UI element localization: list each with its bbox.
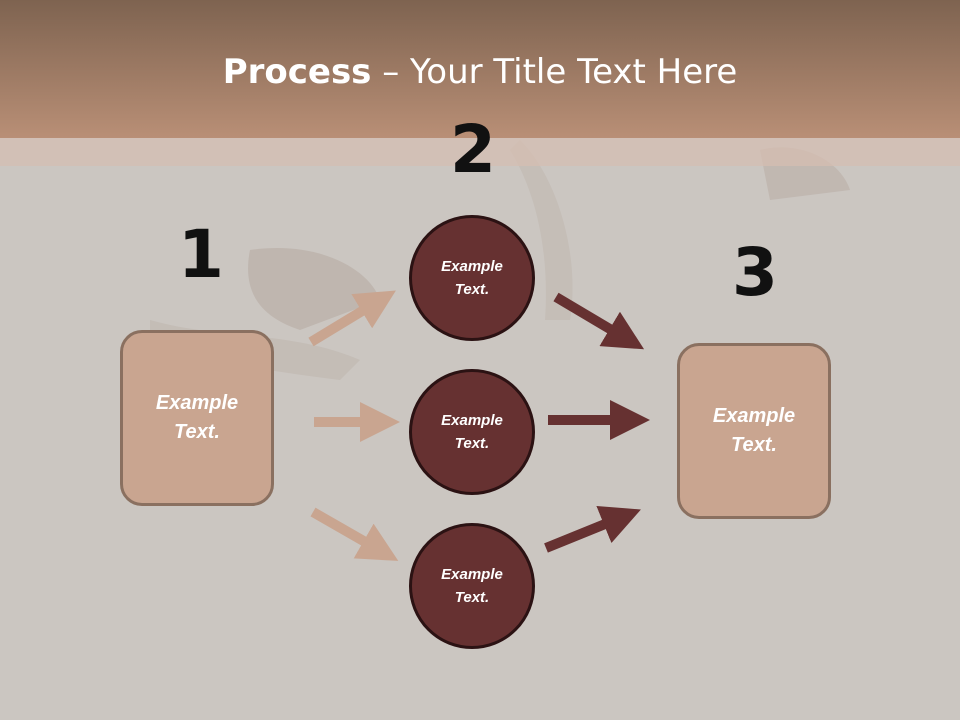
- step-number-3: 3: [732, 234, 778, 311]
- arrow-left-to-top: [308, 290, 396, 347]
- right-box-line-1: Example: [712, 405, 796, 427]
- step-number-1: 1: [178, 216, 224, 293]
- circle-bottom: Example Text.: [409, 523, 535, 649]
- step-number-2: 2: [450, 111, 496, 188]
- circle-top: Example Text.: [409, 215, 535, 341]
- right-text-box: Example Text.: [677, 343, 831, 519]
- circle-middle: Example Text.: [409, 369, 535, 495]
- circle-bottom-line-1: Example: [441, 566, 503, 583]
- title-rest: – Your Title Text Here: [371, 52, 738, 92]
- arrow-top-to-right: [553, 292, 645, 350]
- slide-title: Process – Your Title Text Here: [0, 52, 960, 92]
- left-box-line-1: Example: [155, 392, 239, 414]
- arrow-bottom-to-right: [544, 505, 641, 553]
- right-box-line-2: Text.: [731, 434, 777, 456]
- circle-bottom-line-2: Text.: [454, 589, 490, 606]
- left-text-box: Example Text.: [120, 330, 274, 506]
- arrow-left-to-bottom: [310, 507, 399, 561]
- left-box-line-2: Text.: [174, 421, 220, 443]
- circle-middle-line-1: Example: [441, 412, 503, 429]
- circle-top-line-2: Text.: [454, 281, 490, 298]
- circle-top-line-1: Example: [441, 258, 503, 275]
- circle-middle-line-2: Text.: [454, 435, 490, 452]
- title-bold: Process: [222, 52, 372, 92]
